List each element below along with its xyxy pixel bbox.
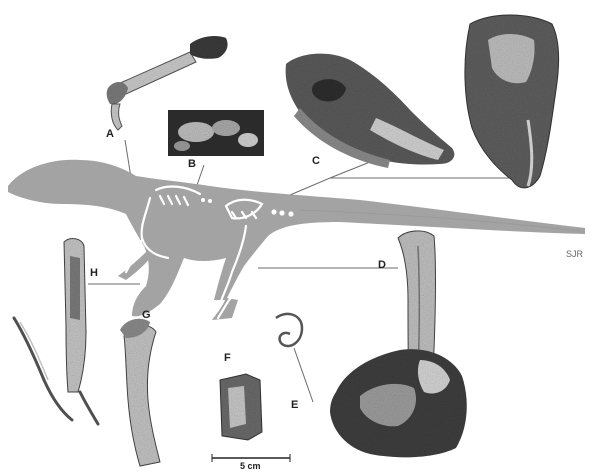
vertebra-dot-3: [288, 211, 293, 216]
silhouette-near-foot: [212, 298, 238, 320]
sickle-claw-curl: [276, 314, 302, 346]
corner-mark: SJR: [566, 250, 583, 259]
fossil-c-braincase: [465, 15, 559, 188]
label-b: B: [188, 159, 196, 170]
leader-line-e: [294, 348, 313, 402]
fossil-a-distal: [107, 82, 128, 104]
fossil-e-ankle: [330, 349, 467, 457]
fossil-a-shaft: [118, 52, 196, 94]
vertebra-dot-5: [208, 199, 212, 203]
claw-curl-outer: [276, 314, 302, 346]
leader-line-c: [290, 178, 520, 195]
fossil-b-panel: [168, 110, 264, 156]
fossil-h-foot: [14, 239, 98, 424]
fossil-g-femur: [120, 319, 160, 466]
fossil-b-blob-4: [174, 141, 190, 151]
toe-right: [80, 392, 98, 424]
fossil-a-claw: [111, 104, 122, 130]
vertebra-dot-4: [201, 198, 205, 202]
fossil-a-head: [190, 36, 228, 59]
fossil-b-blob-1: [178, 122, 214, 142]
label-h: H: [90, 268, 98, 279]
fossil-b-blob-3: [238, 133, 258, 147]
label-d: D: [378, 260, 386, 271]
vertebra-dot-1: [271, 209, 276, 214]
label-g: G: [142, 310, 151, 321]
label-c: C: [312, 156, 320, 167]
femur-shaft: [124, 326, 160, 466]
label-e: E: [291, 400, 298, 411]
label-f: F: [224, 353, 231, 364]
vertebra-dot-2: [279, 210, 284, 215]
silhouette-body: [8, 160, 585, 317]
fossil-b-blob-2: [212, 120, 240, 136]
metatarsus-dark: [70, 256, 80, 320]
fossil-f-vertebra: [220, 374, 262, 440]
label-a: A: [106, 129, 114, 140]
fossil-c-skull: [286, 54, 455, 168]
scale-bar-label: 5 cm: [240, 462, 261, 471]
toe-left-detail: [20, 322, 48, 380]
vertebra-light: [228, 386, 246, 428]
dinosaur-silhouette: [8, 160, 585, 320]
